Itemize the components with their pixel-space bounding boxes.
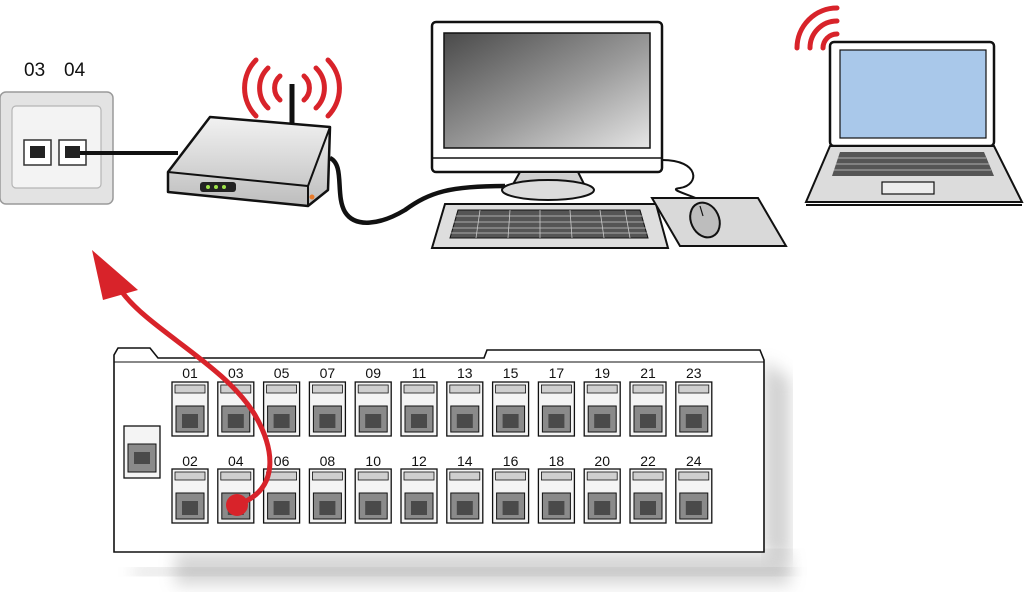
patch-port-11 xyxy=(400,381,438,437)
patch-port-08 xyxy=(308,468,347,524)
port-label-10: 10 xyxy=(365,453,381,469)
port-label-12: 12 xyxy=(411,453,427,469)
port-label-18: 18 xyxy=(549,453,565,469)
patch-port-13 xyxy=(446,381,484,437)
port-label-13: 13 xyxy=(457,365,473,381)
wall-port-label-03: 03 xyxy=(24,60,45,81)
arrowhead-icon xyxy=(92,250,138,300)
mouse-icon xyxy=(650,197,788,247)
patch-port-05 xyxy=(262,381,301,437)
port-label-17: 17 xyxy=(549,365,565,381)
patch-port-24 xyxy=(675,468,713,524)
patch-port-21 xyxy=(629,381,667,437)
port-label-22: 22 xyxy=(640,453,656,469)
port-label-11: 11 xyxy=(412,365,427,381)
patch-port-01 xyxy=(171,381,209,437)
port-label-16: 16 xyxy=(503,453,519,469)
router-wifi-signal-icon xyxy=(242,57,342,119)
patch-port-07 xyxy=(308,381,347,437)
patch-port-15 xyxy=(491,381,530,437)
port-label-24: 24 xyxy=(686,453,702,469)
patch-port-17 xyxy=(537,381,576,437)
patch-port-20 xyxy=(583,468,621,524)
patch-panel-side-port xyxy=(123,425,161,479)
port-label-23: 23 xyxy=(686,365,702,381)
patch-port-09 xyxy=(354,381,392,437)
router-desktop-cable xyxy=(328,155,506,225)
port-label-08: 08 xyxy=(320,453,336,469)
patch-port-19 xyxy=(583,381,621,437)
desktop-monitor-icon xyxy=(430,20,664,201)
port-label-04: 04 xyxy=(228,453,244,469)
port-label-09: 09 xyxy=(365,365,381,381)
router-icon xyxy=(166,84,332,208)
patch-port-02 xyxy=(171,468,209,524)
port-label-05: 05 xyxy=(274,365,290,381)
patch-port-10 xyxy=(354,468,392,524)
patch-port-12 xyxy=(400,468,438,524)
port-label-03: 03 xyxy=(228,365,244,381)
wall-port-03 xyxy=(23,139,52,166)
port-label-14: 14 xyxy=(457,453,473,469)
port-label-01: 01 xyxy=(182,365,198,381)
port-label-15: 15 xyxy=(503,365,519,381)
port-label-06: 06 xyxy=(274,453,290,469)
port-label-20: 20 xyxy=(594,453,610,469)
patch-port-14 xyxy=(446,468,484,524)
port-label-07: 07 xyxy=(320,365,336,381)
laptop-icon xyxy=(804,40,1024,206)
wall-outlet-icon xyxy=(0,91,114,205)
port-label-19: 19 xyxy=(594,365,610,381)
port-label-21: 21 xyxy=(640,365,656,381)
patch-port-16 xyxy=(491,468,530,524)
patch-port-22 xyxy=(629,468,667,524)
patch-port-18 xyxy=(537,468,576,524)
wall-port-label-04: 04 xyxy=(64,60,86,81)
laptop-wifi-signal-icon xyxy=(794,5,840,51)
connection-origin-dot xyxy=(226,494,248,516)
patch-port-23 xyxy=(675,381,713,437)
port-label-02: 02 xyxy=(182,453,198,469)
connection-arrow xyxy=(92,250,273,516)
keyboard-icon xyxy=(430,203,670,249)
